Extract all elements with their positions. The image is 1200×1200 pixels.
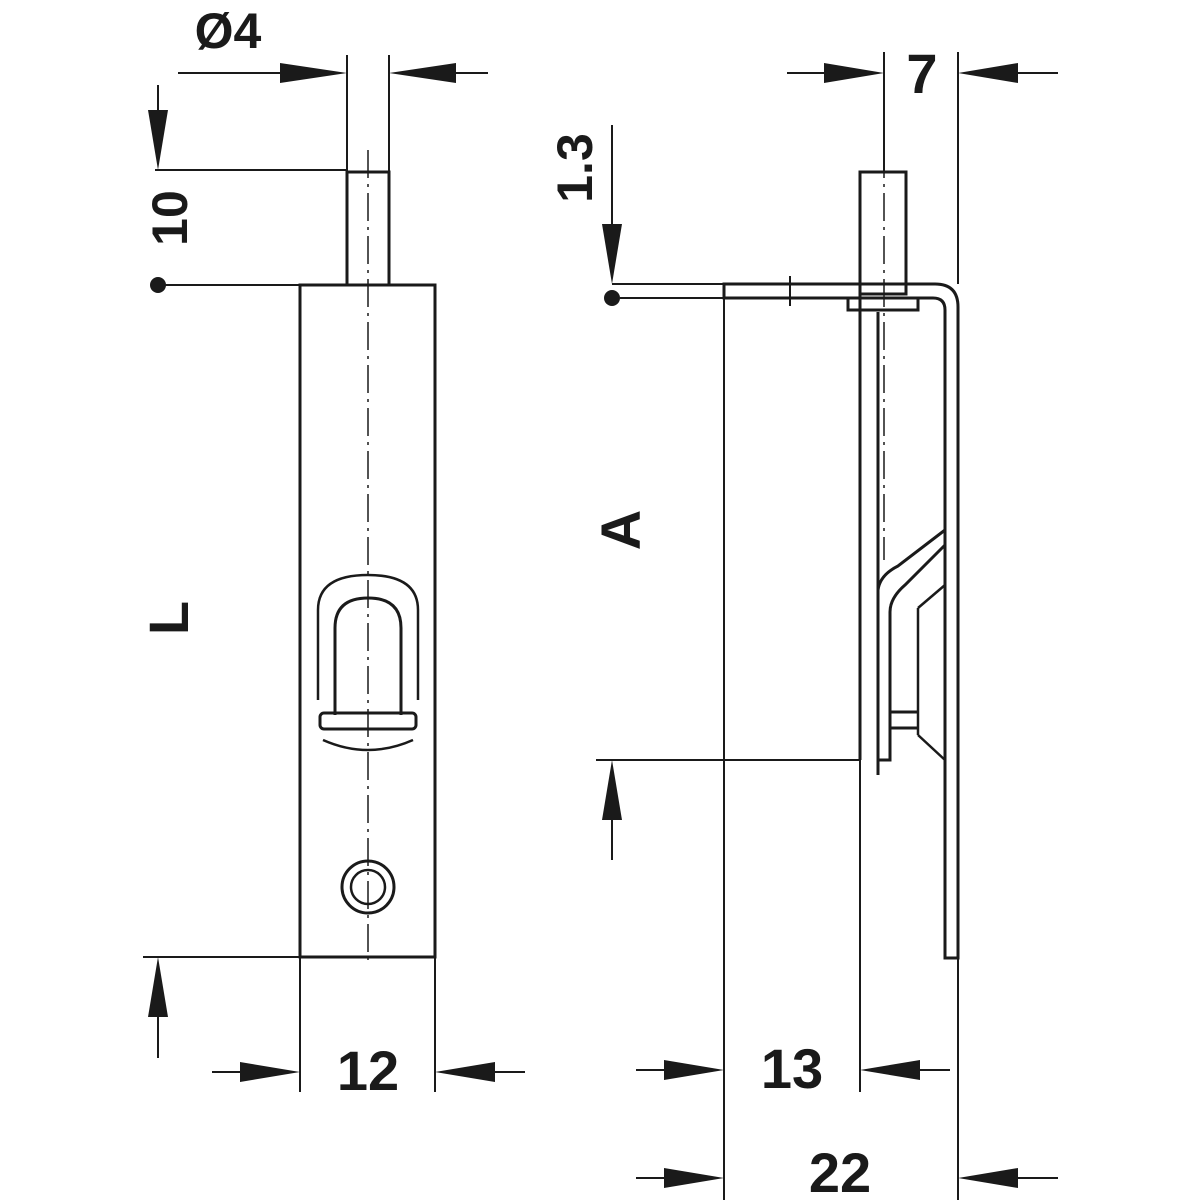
datum-dot: [150, 277, 166, 293]
dim-width: 12: [337, 1039, 399, 1102]
dim-depth: 13: [761, 1037, 823, 1100]
side-view: 1.3 A 7 13 22: [547, 42, 1058, 1200]
bracket-plate: [722, 276, 960, 960]
dim-distance-a: A: [589, 510, 652, 550]
side-datum-dot: [604, 290, 620, 306]
dim-total: 22: [809, 1141, 871, 1200]
dim-bracket: 7: [906, 42, 937, 105]
dim-pin-length: 10: [142, 190, 198, 246]
slide-knob: [316, 573, 420, 752]
front-view: Ø4 10 L 12: [137, 3, 525, 1102]
dim-diameter: Ø4: [195, 3, 262, 59]
fixing-screw: [340, 859, 396, 915]
side-pin: [858, 170, 908, 296]
dim-length: L: [137, 601, 200, 635]
side-knob: [876, 528, 947, 775]
dim-thickness: 1.3: [547, 133, 603, 203]
